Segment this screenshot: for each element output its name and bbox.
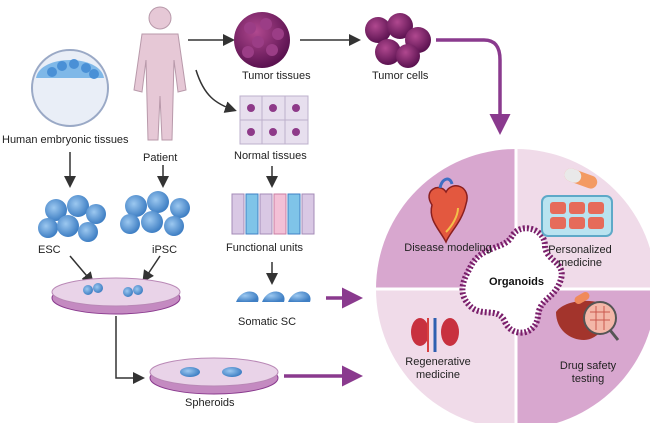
label-esc: ESC bbox=[38, 244, 61, 256]
organoid-blob bbox=[459, 225, 565, 336]
tumor-cells-icon bbox=[365, 13, 431, 68]
label-human-embryonic-tissues: Human embryonic tissues bbox=[2, 134, 129, 146]
spheroid-dish-icon bbox=[149, 357, 279, 395]
label-tumor-tissues: Tumor tissues bbox=[242, 70, 311, 82]
kidney-icon bbox=[411, 318, 459, 352]
label-personalized-medicine: Personalized medicine bbox=[548, 244, 612, 269]
functional-units-icon bbox=[231, 193, 315, 235]
pill-tray-icon bbox=[541, 195, 613, 237]
label-normal-tissues: Normal tissues bbox=[234, 150, 307, 162]
magnifier-icon bbox=[574, 292, 620, 341]
ipsc-cells-icon bbox=[120, 191, 190, 236]
normal-tissue-icon bbox=[239, 95, 309, 145]
culture-dish-icon bbox=[51, 277, 181, 315]
heart-icon bbox=[428, 177, 468, 244]
embryo-icon bbox=[31, 49, 109, 127]
label-disease-modeling: Disease modeling bbox=[404, 242, 492, 254]
label-regenerative-medicine: Regenerative medicine bbox=[405, 356, 471, 381]
esc-cells-icon bbox=[38, 195, 106, 242]
label-drug-safety-testing: Drug safety testing bbox=[559, 360, 617, 385]
pill-capsule-icon bbox=[564, 168, 598, 189]
tumor-tissue-icon bbox=[234, 12, 290, 68]
label-somatic-sc: Somatic SC bbox=[238, 316, 297, 328]
somatic-sc-icon bbox=[236, 291, 311, 302]
label-organoids: Organoids bbox=[489, 276, 545, 288]
label-tumor-cells: Tumor cells bbox=[372, 70, 429, 82]
label-ipsc: iPSC bbox=[152, 244, 178, 256]
patient-icon bbox=[133, 6, 187, 141]
label-spheroids: Spheroids bbox=[185, 397, 235, 409]
label-functional-units: Functional units bbox=[226, 242, 304, 254]
label-patient: Patient bbox=[143, 152, 178, 164]
